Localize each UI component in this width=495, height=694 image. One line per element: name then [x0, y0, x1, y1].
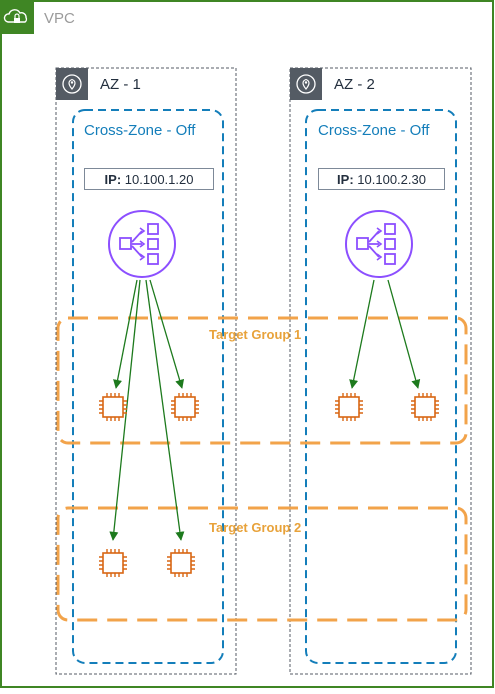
ip-value: 10.100.1.20: [124, 172, 194, 187]
cross-zone-label-az1: Cross-Zone - Off: [84, 122, 196, 139]
vpc-icon-bg: [1, 1, 34, 34]
az2-boundary: [289, 67, 472, 675]
location-pin-icon: [62, 74, 82, 94]
ip-address-box-az1: IP: 10.100.1.20: [84, 168, 214, 190]
network-load-balancer-icon: [345, 210, 413, 278]
arrow-lb1-to-tg1-instance-1: [113, 279, 138, 389]
az1-label: AZ - 1: [100, 76, 141, 93]
target-group-1-box: [56, 316, 468, 445]
cross-zone-box-az2: [305, 109, 457, 664]
ec2-instance-chip-icon: [166, 548, 196, 578]
arrow-lb1-to-tg2-instance-1: [109, 279, 141, 541]
cross-zone-label-az2: Cross-Zone - Off: [318, 122, 430, 139]
ec2-instance-chip-icon: [98, 548, 128, 578]
az1-boundary: [55, 67, 237, 675]
az2-label: AZ - 2: [334, 76, 375, 93]
ec2-instance-chip-icon: [334, 392, 364, 422]
ec2-instance-chip-icon: [410, 392, 440, 422]
arrow-lb2-to-tg1-instance-1: [349, 279, 375, 389]
target-group-2-box: [56, 506, 468, 622]
arrow-lb1-to-tg2-instance-2: [145, 279, 185, 541]
arrow-lb1-to-tg1-instance-2: [149, 279, 185, 389]
target-group-1-label: Target Group 1: [209, 327, 302, 342]
cross-zone-box-az1: [72, 109, 224, 664]
ip-key-label: IP:: [337, 172, 354, 187]
location-pin-icon: [296, 74, 316, 94]
ec2-instance-chip-icon: [170, 392, 200, 422]
vpc-label: VPC: [44, 10, 75, 27]
target-group-2-label: Target Group 2: [209, 520, 302, 535]
ip-key-label: IP:: [104, 172, 122, 187]
ip-value: 10.100.2.30: [357, 172, 426, 187]
arrow-lb2-to-tg1-instance-2: [387, 279, 421, 389]
network-load-balancer-icon: [108, 210, 176, 278]
cloud-lock-icon: [3, 9, 28, 23]
az2-icon-bg: [290, 68, 322, 100]
ec2-instance-chip-icon: [98, 392, 128, 422]
az1-icon-bg: [56, 68, 88, 100]
ip-address-box-az2: IP: 10.100.2.30: [318, 168, 445, 190]
